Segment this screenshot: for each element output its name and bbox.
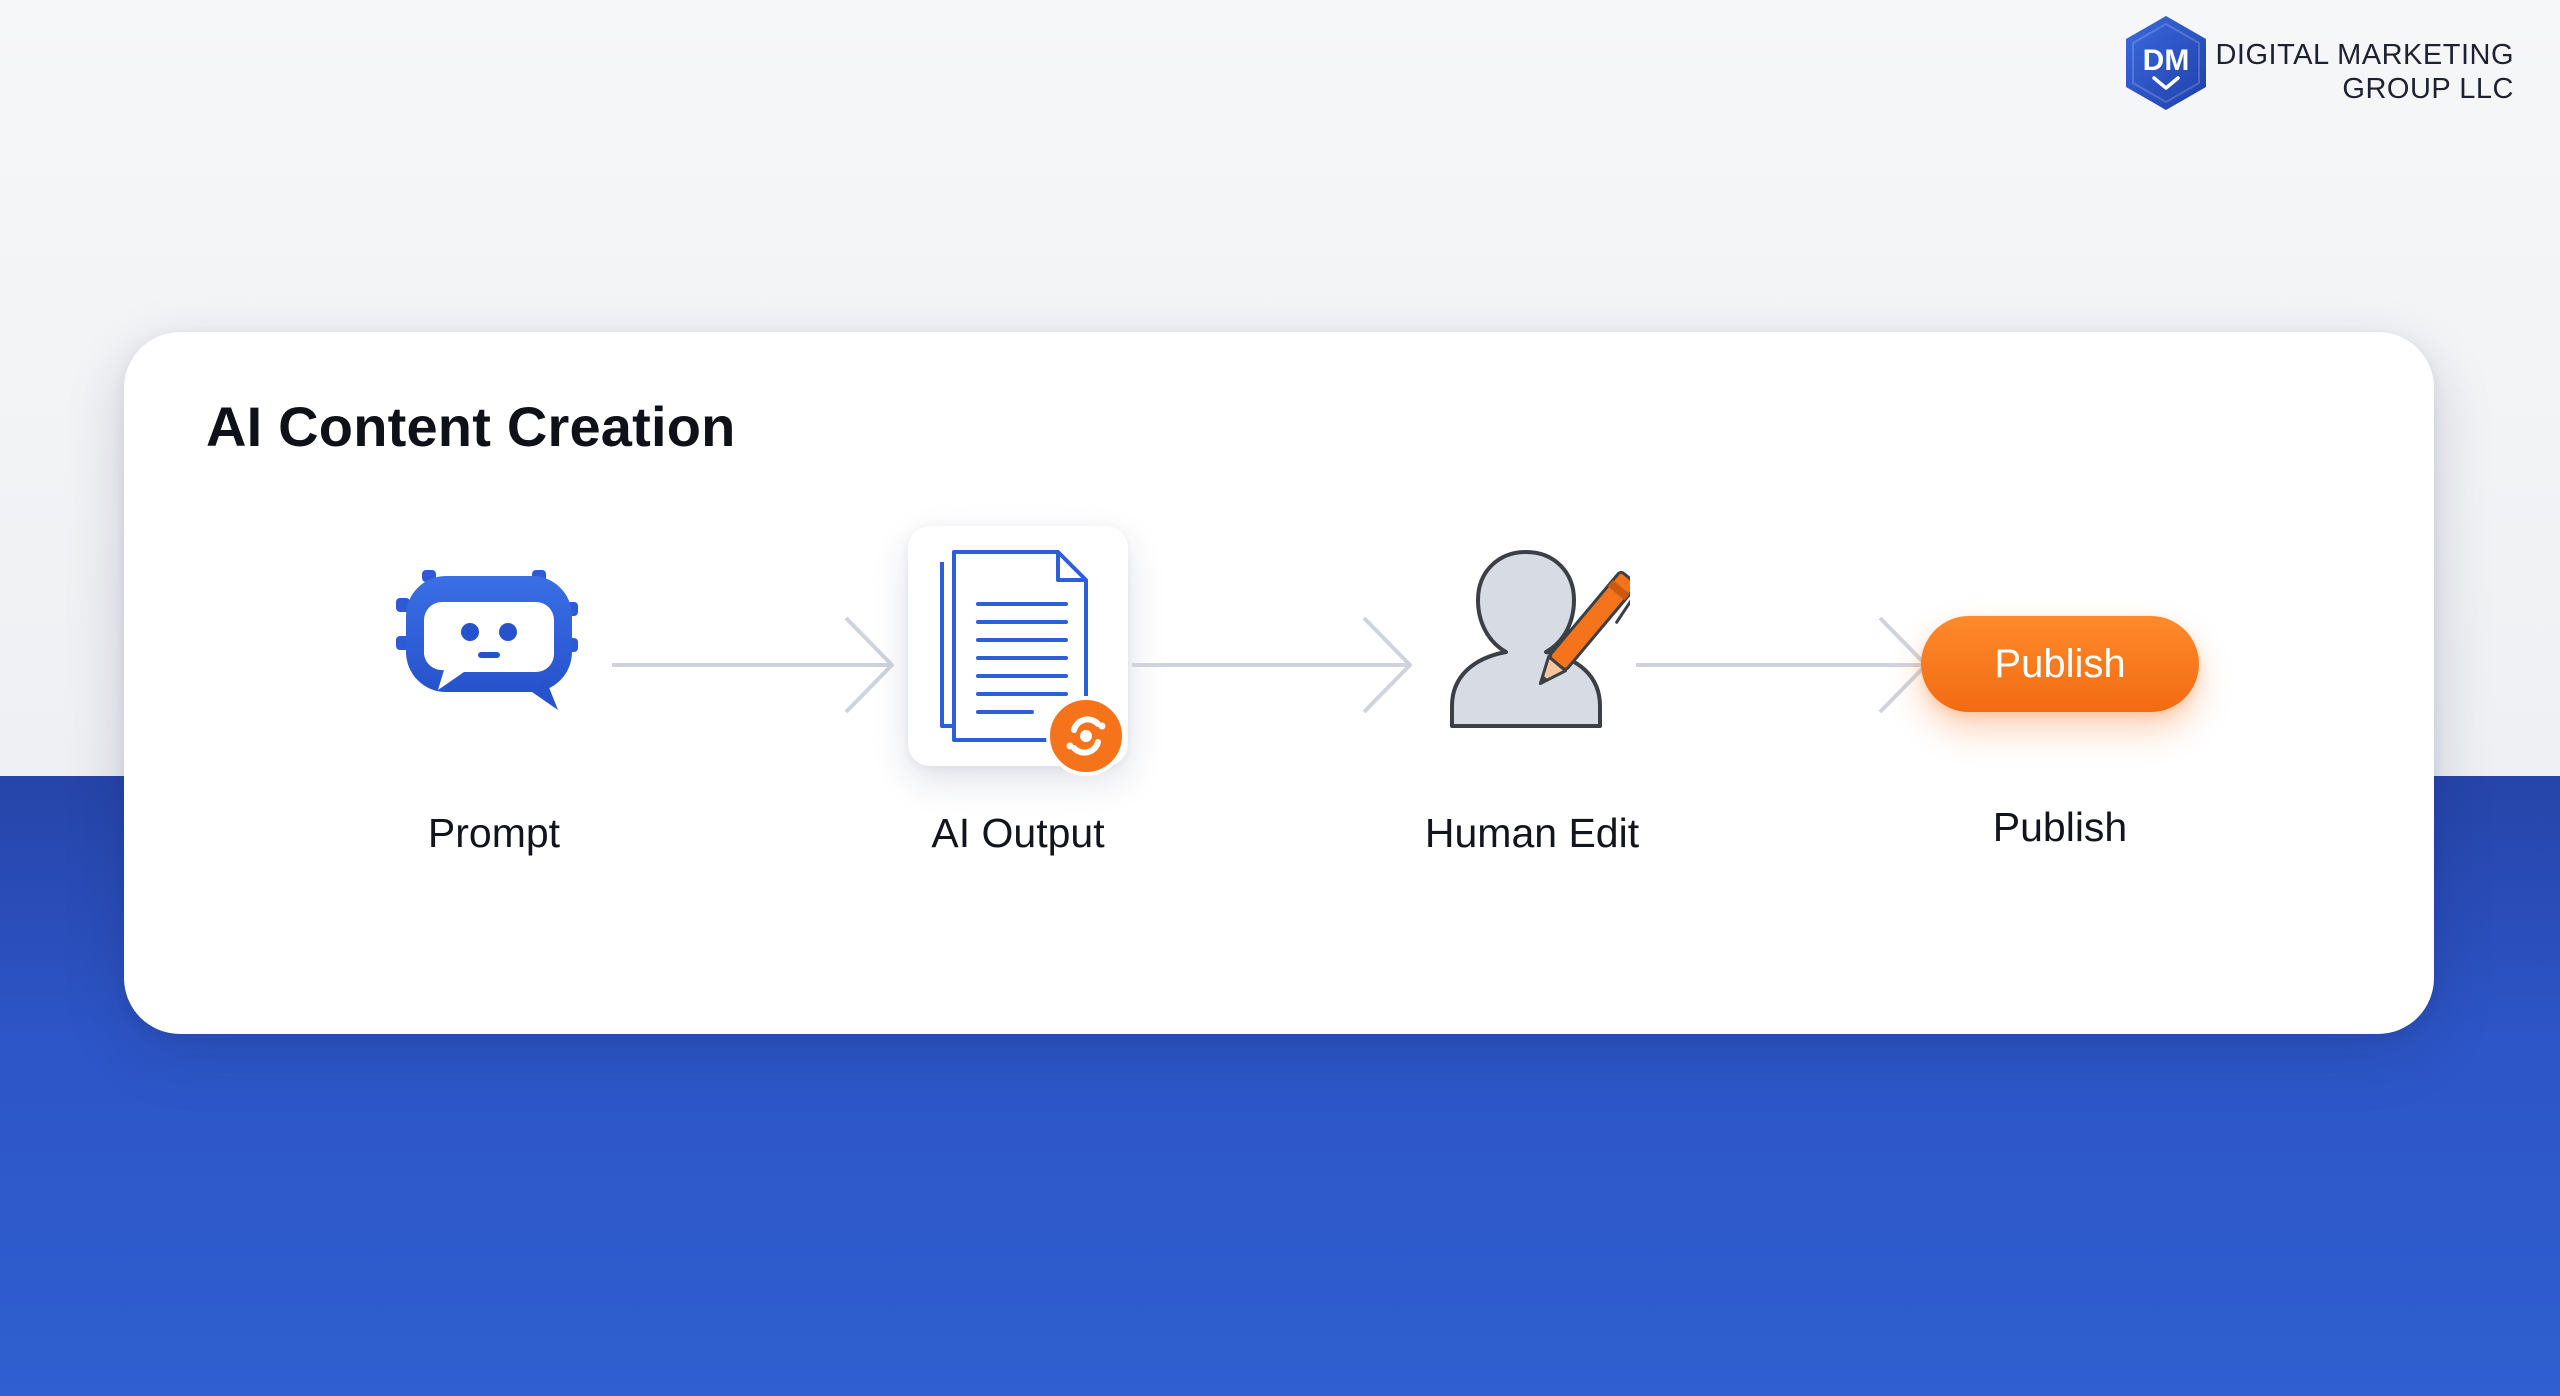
arrow-connector-1 <box>612 616 894 714</box>
chatbot-icon <box>396 570 578 710</box>
company-logo: DM DIGITAL MARKETING GROUP LLC <box>2122 14 2532 114</box>
document-icon <box>940 550 1088 742</box>
step-label-human-edit: Human Edit <box>1424 810 1640 856</box>
arrow-connector-2 <box>1132 616 1412 714</box>
ai-output-tile <box>908 526 1128 776</box>
arrow-connector-3 <box>1636 616 1928 714</box>
diagram-title: AI Content Creation <box>206 395 736 458</box>
logo-hexagon-icon: DM <box>2126 16 2206 110</box>
logo-line-2: GROUP LLC <box>2342 73 2514 105</box>
step-label-publish: Publish <box>1992 804 2128 850</box>
workflow-card: AI Content Creation Prompt <box>124 332 2434 1034</box>
logo-monogram: DM <box>2143 44 2190 77</box>
ai-sparkle-badge-icon <box>1046 696 1126 776</box>
publish-button[interactable]: Publish <box>1921 616 2199 712</box>
step-label-prompt: Prompt <box>427 810 561 856</box>
logo-line-1: DIGITAL MARKETING <box>2215 39 2514 71</box>
logo-wordmark: DIGITAL MARKETING GROUP LLC <box>2215 38 2514 106</box>
step-label-ai-output: AI Output <box>931 810 1105 856</box>
person-pen-icon <box>1450 550 1630 728</box>
